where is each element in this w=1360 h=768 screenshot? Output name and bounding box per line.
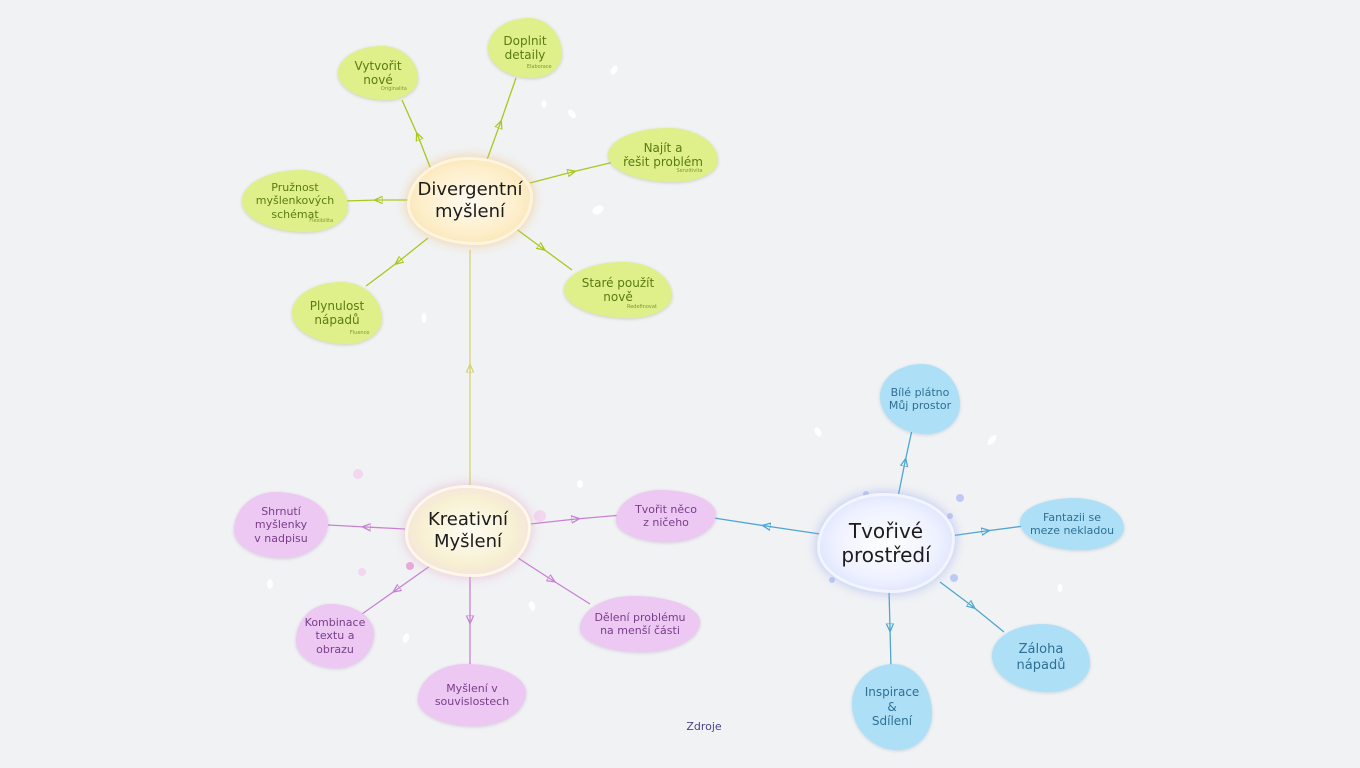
node-label: Tvořit něco z ničeho <box>635 502 697 529</box>
node-label: Inspirace & Sdílení <box>864 685 920 729</box>
link-plynulost <box>365 237 429 287</box>
central-label: Divergentní myšlení <box>417 179 523 222</box>
node-kombinace-textu-a-obrazu[interactable]: Kombinace textu a obrazu <box>296 604 374 668</box>
node-label: Myšlení v souvislostech <box>434 681 510 708</box>
node-sublabel: Elaborace <box>526 64 552 70</box>
node-sublabel: Redefinovat <box>626 304 657 310</box>
drop-decoration <box>947 513 953 519</box>
node-shrnuti-myslenky[interactable]: Shrnutí myšlenky v nadpisu <box>234 492 328 558</box>
node-label: Záloha nápadů <box>1016 642 1066 673</box>
petal-decoration <box>987 435 997 445</box>
flower-decoration <box>406 562 414 570</box>
node-label: Kombinace textu a obrazu <box>304 616 366 656</box>
petal-decoration <box>610 65 618 75</box>
flower-decoration <box>358 568 366 576</box>
node-stare-pouzit-nove[interactable]: Staré použít nově Redefinovat <box>564 262 672 318</box>
petal-decoration <box>1057 584 1063 592</box>
petal-decoration <box>577 480 583 488</box>
drop-decoration <box>950 574 958 582</box>
petal-decoration <box>592 205 604 215</box>
link-zaloha <box>939 581 1005 633</box>
petal-decoration <box>421 313 427 323</box>
central-tvorive-prostredi[interactable]: Tvořivé prostředí <box>820 496 952 590</box>
link-deleni <box>517 557 591 605</box>
node-tvorit-neco-z-niceho[interactable]: Tvořit něco z ničeho <box>616 490 716 542</box>
link-bile <box>897 429 913 498</box>
node-label: Najít a řešit problém <box>623 140 703 169</box>
node-label: Staré použít nově <box>581 275 655 304</box>
central-label: Tvořivé prostředí <box>841 519 931 567</box>
node-label: Dělení problému na menší části <box>594 610 686 637</box>
node-inspirace-a-sdileni[interactable]: Inspirace & Sdílení <box>852 664 932 750</box>
petal-decoration <box>402 633 410 643</box>
central-divergentni-mysleni[interactable]: Divergentní myšlení <box>410 160 530 242</box>
node-sublabel: Flexibilita <box>309 218 334 224</box>
node-mysleni-v-souvislostech[interactable]: Myšlení v souvislostech <box>418 664 526 726</box>
node-doplnit-detaily[interactable]: Doplnit detaily Elaborace <box>488 18 562 78</box>
footer-zdroje-link[interactable]: Zdroje <box>686 720 722 733</box>
link-tvorit <box>529 514 623 525</box>
petal-decoration <box>814 427 822 437</box>
flower-decoration <box>353 469 363 479</box>
link-stare <box>514 227 573 271</box>
node-label: Doplnit detaily <box>503 33 547 62</box>
node-sublabel: Senzitivita <box>676 168 703 174</box>
central-label: Kreativní Myšlení <box>427 509 509 552</box>
node-pruznost-myslenkovych-schemat[interactable]: Pružnost myšlenkových schémat Flexibilit… <box>242 170 348 232</box>
link-kombinace <box>361 565 431 615</box>
link-fantazii <box>949 525 1025 537</box>
central-kreativni-mysleni[interactable]: Kreativní Myšlení <box>408 488 528 574</box>
node-label: Plynulost nápadů <box>309 298 365 327</box>
node-bile-platno[interactable]: Bílé plátno Můj prostor <box>880 364 960 434</box>
node-fantazii-se-meze-nekladou[interactable]: Fantazii se meze nekladou <box>1020 498 1124 550</box>
node-vytvorit-nove[interactable]: Vytvořit nové Originalita <box>338 46 418 100</box>
node-label: Shrnutí myšlenky v nadpisu <box>254 505 308 545</box>
flower-decoration <box>534 510 546 522</box>
petal-decoration <box>528 601 536 611</box>
node-label: Pružnost myšlenkových schémat <box>255 181 335 221</box>
petal-decoration <box>541 100 547 108</box>
link-inspirace <box>889 589 891 669</box>
link-tvorit-env <box>713 517 821 535</box>
node-label: Vytvořit nové <box>354 58 402 87</box>
node-najit-a-resit-problem[interactable]: Najít a řešit problém Senzitivita <box>608 128 718 182</box>
link-pruznost <box>343 200 410 201</box>
drop-decoration <box>956 494 964 502</box>
link-najit <box>529 161 615 184</box>
petal-decoration <box>568 109 576 119</box>
node-label: Fantazii se meze nekladou <box>1029 510 1115 537</box>
node-deleni-problemu[interactable]: Dělení problému na menší části <box>580 596 700 652</box>
link-doplnit <box>483 77 517 169</box>
node-label: Bílé plátno Můj prostor <box>888 385 952 412</box>
node-plynulost-napadu[interactable]: Plynulost nápadů Fluence <box>292 282 382 344</box>
node-sublabel: Fluence <box>349 330 370 336</box>
node-zaloha-napadu[interactable]: Záloha nápadů <box>992 624 1090 692</box>
link-shrnuti <box>327 525 406 529</box>
drop-decoration <box>863 491 869 497</box>
petal-decoration <box>267 579 273 589</box>
node-sublabel: Originalita <box>380 86 407 92</box>
link-vytvorit <box>401 99 433 173</box>
drop-decoration <box>829 577 835 583</box>
